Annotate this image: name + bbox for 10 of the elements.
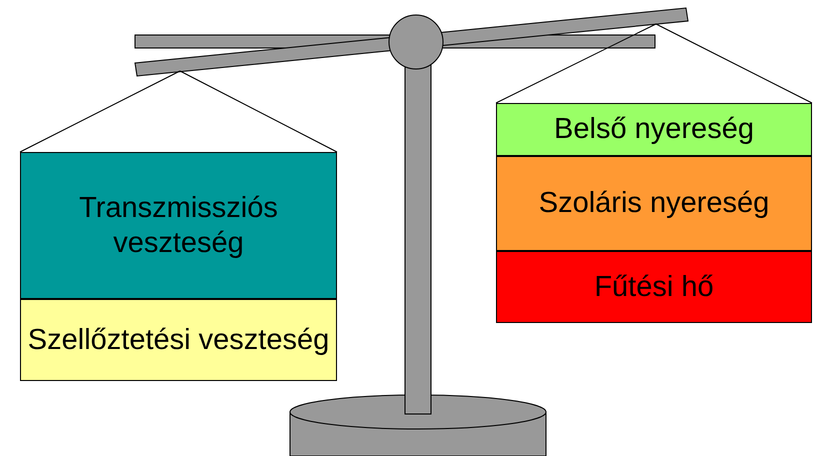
box-label: Szellőztetési veszteség xyxy=(28,322,330,358)
box-label: Fűtési hő xyxy=(594,270,714,304)
pan-box xyxy=(496,251,812,323)
box-label: Belső nyereség xyxy=(554,112,754,147)
pan-box xyxy=(496,156,812,251)
box-label: Szoláris nyereség xyxy=(538,186,770,221)
pan-box xyxy=(496,103,812,156)
pan-box xyxy=(20,152,337,299)
pan-box xyxy=(20,299,337,381)
box-label: Transzmissziós veszteség xyxy=(78,190,279,260)
